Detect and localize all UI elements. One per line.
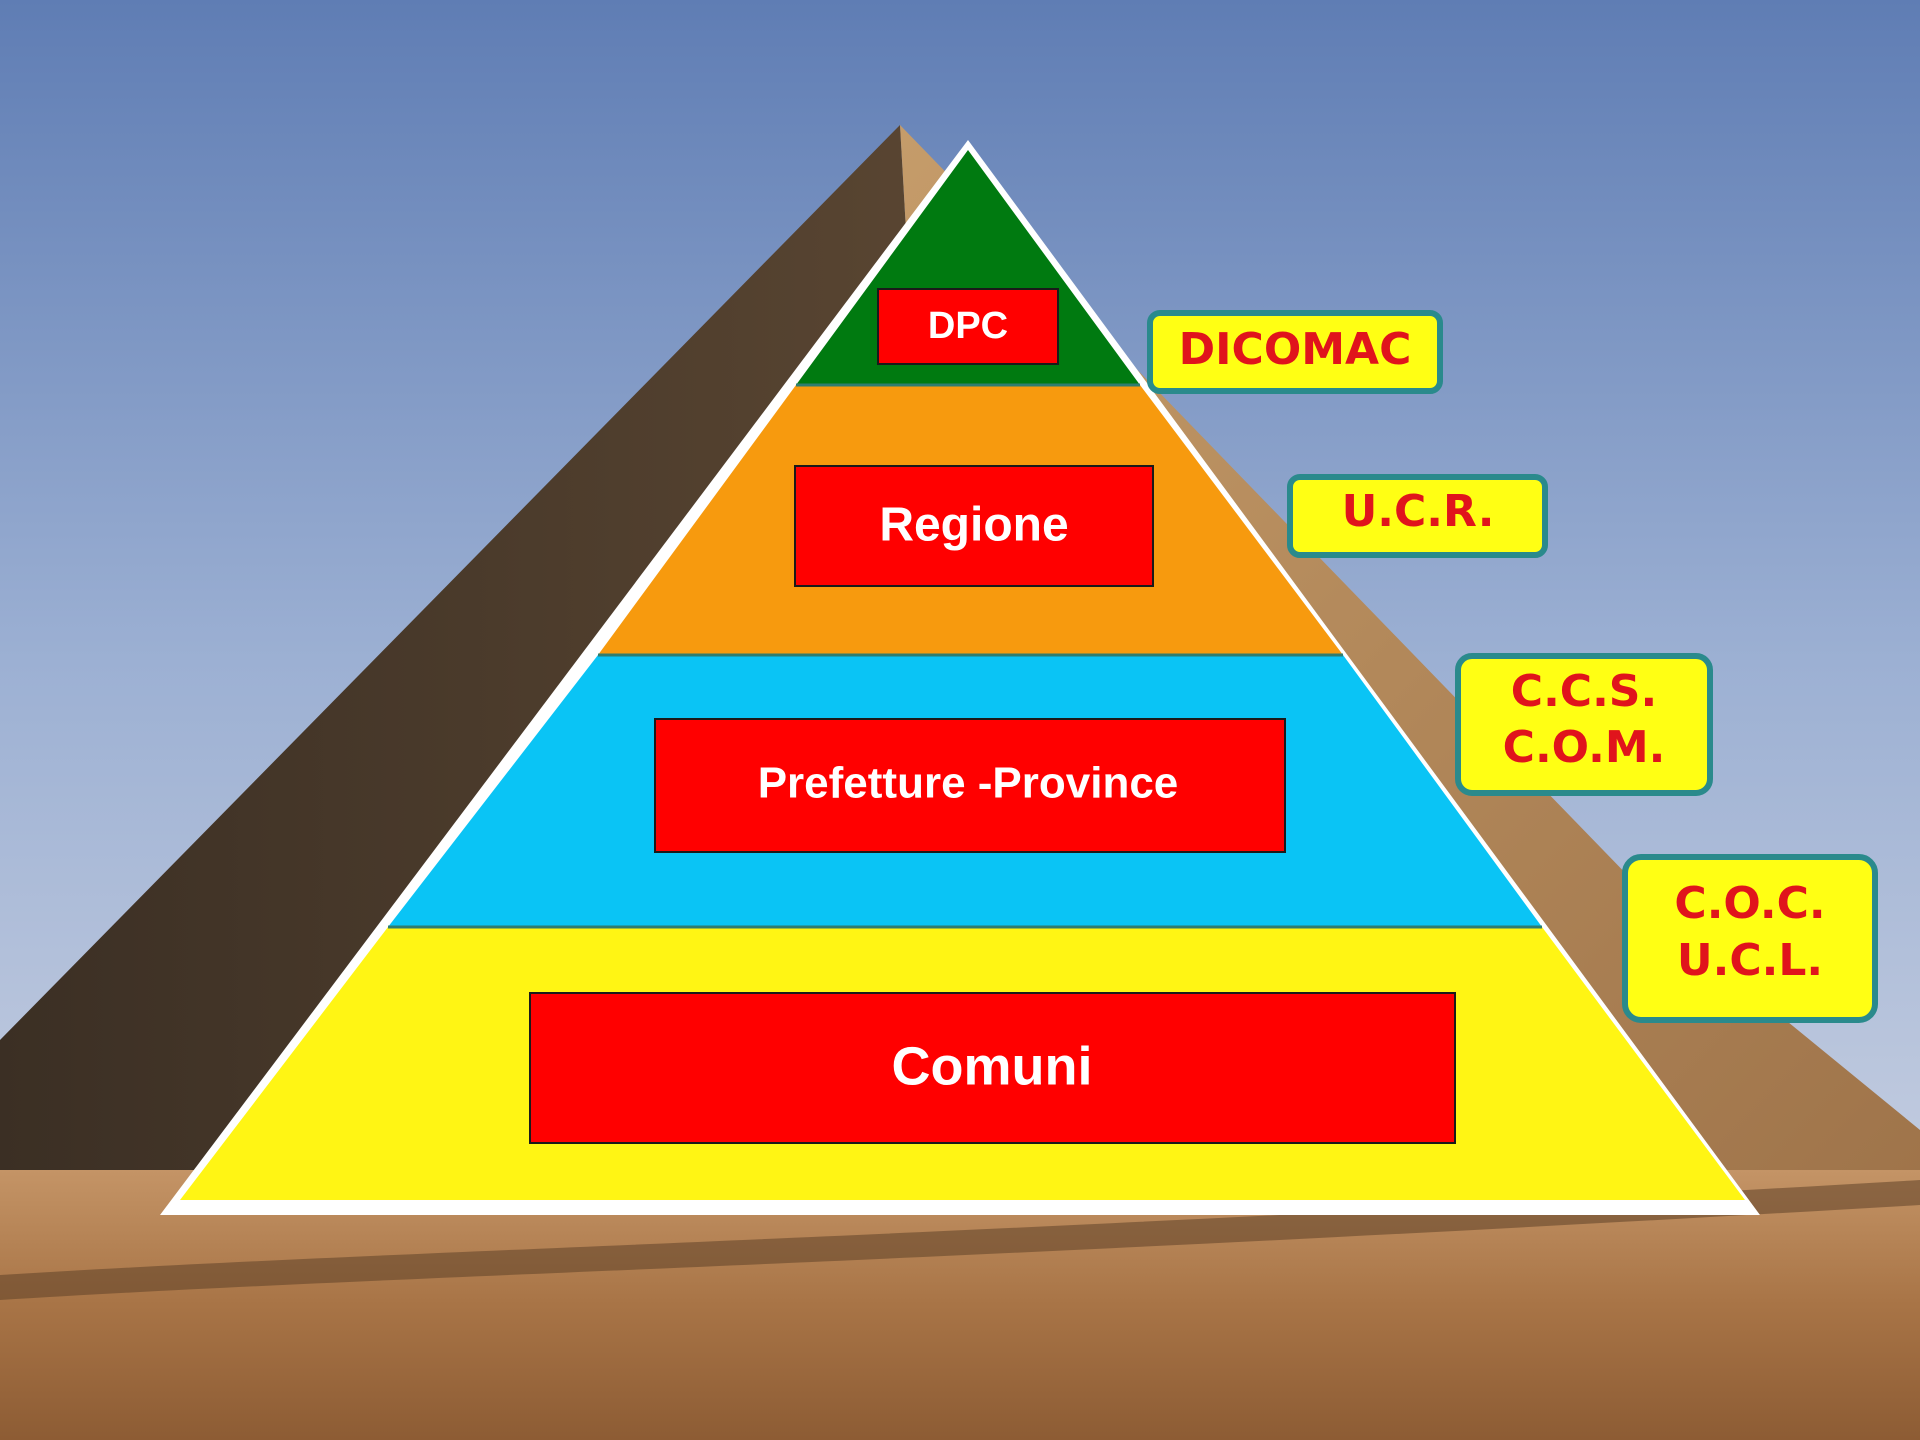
side-label-line: C.C.S. <box>1511 666 1657 717</box>
side-label-line: DICOMAC <box>1179 324 1412 375</box>
side-label-line: C.O.C. <box>1674 878 1825 929</box>
side-label-box <box>1455 653 1713 796</box>
label-box <box>529 992 1456 1144</box>
level-label-dpc: DPC <box>877 288 1059 365</box>
side-label-dicomac: DICOMAC <box>1147 310 1443 394</box>
label-box <box>654 718 1286 853</box>
side-label-box <box>1147 310 1443 394</box>
level-label-text: DPC <box>928 305 1008 347</box>
side-label-ucr: U.C.R. <box>1287 474 1548 558</box>
side-label-coc-ucl: C.O.C. U.C.L. <box>1622 854 1878 1023</box>
side-label-ccs-com: C.C.S. C.O.M. <box>1455 653 1713 796</box>
side-label-box <box>1622 854 1878 1023</box>
side-label-line: C.O.M. <box>1503 722 1666 773</box>
level-label-text: Regione <box>879 499 1068 552</box>
level-label-comuni: Comuni <box>529 992 1456 1144</box>
level-label-text: Comuni <box>892 1036 1093 1096</box>
level-label-text: Prefetture -Province <box>758 759 1179 808</box>
side-label-box <box>1287 474 1548 558</box>
side-label-line: U.C.L. <box>1677 935 1823 986</box>
label-box <box>794 465 1154 587</box>
level-label-regione: Regione <box>794 465 1154 587</box>
band-separators <box>388 383 1542 929</box>
label-box <box>877 288 1059 365</box>
level-label-prefetture: Prefetture -Province <box>654 718 1286 853</box>
side-label-line: U.C.R. <box>1342 486 1495 537</box>
